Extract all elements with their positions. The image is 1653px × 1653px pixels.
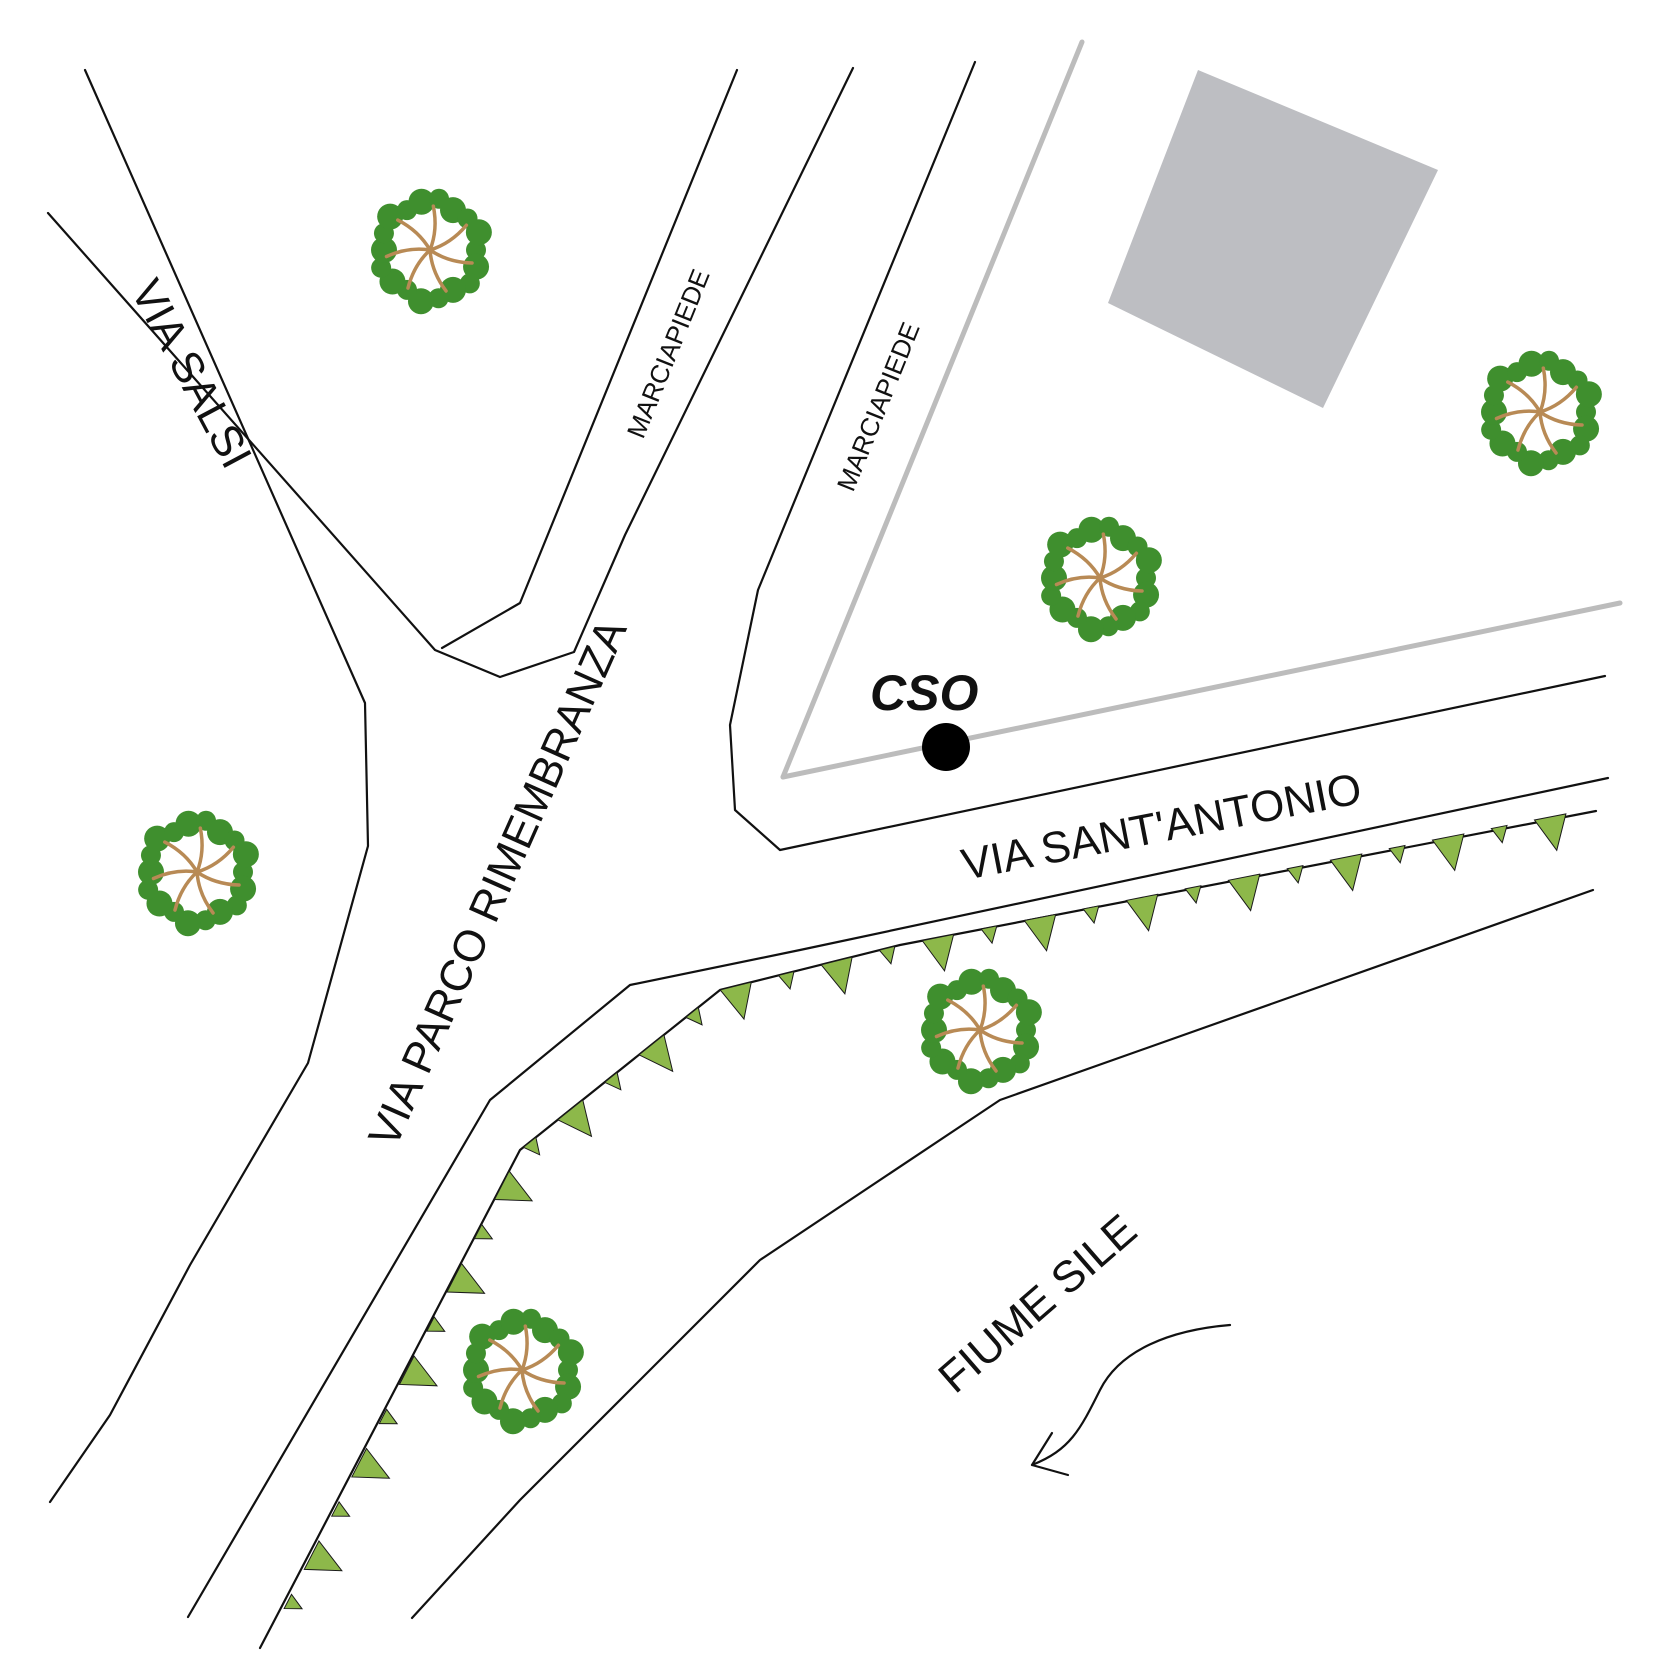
label-via-salsi: VIA SALSI: [121, 272, 261, 476]
tree-icon: [921, 968, 1042, 1095]
cso-point-icon[interactable]: [922, 723, 970, 771]
label-cso: CSO: [870, 665, 978, 721]
hedge-triangle-icon: [1023, 913, 1057, 952]
tree-icon: [371, 188, 492, 315]
label-via-sant-antonio: VIA SANT'ANTONIO: [958, 764, 1366, 890]
hedge-triangle-icon: [820, 956, 853, 995]
hedge-triangle-icon: [1431, 833, 1465, 872]
hedge-triangle-icon: [426, 1315, 446, 1332]
label-via-parco-rimembranza: VIA PARCO RIMEMBRANZA: [359, 612, 636, 1154]
label-fiume-sile: FIUME SILE: [929, 1205, 1146, 1402]
hedge-triangle-icon: [638, 1033, 674, 1073]
hedge-triangle-icon: [1388, 844, 1406, 864]
trees: [138, 188, 1602, 1435]
hedge-triangle-icon: [378, 1408, 399, 1425]
hedge-triangle-icon: [556, 1098, 593, 1138]
hedge-triangle-icon: [1184, 885, 1202, 905]
hedge-triangle-icon: [446, 1262, 486, 1294]
hedge-triangle-icon: [283, 1593, 304, 1610]
hedge-triangle-icon: [777, 970, 795, 991]
hedge-triangle-icon: [473, 1223, 494, 1240]
tree-icon: [1041, 516, 1162, 643]
building: [1108, 70, 1438, 408]
tree-icon: [138, 810, 259, 937]
hedge-triangle-icon: [1490, 824, 1508, 844]
hedge-triangle-icon: [522, 1136, 541, 1156]
hedge-triangle-icon: [398, 1355, 439, 1387]
hedge-triangle-icon: [351, 1447, 391, 1479]
tree-icon: [1481, 350, 1602, 477]
hedge-triangle-icon: [684, 1006, 703, 1026]
hedge-triangle-icon: [603, 1071, 622, 1091]
hedge-triangle-icon: [1125, 893, 1159, 932]
hedge-triangle-icon: [1082, 905, 1100, 925]
tree-icon: [463, 1308, 584, 1435]
hedge-triangle-icon: [303, 1540, 343, 1572]
hedge-triangle-icon: [1286, 864, 1304, 884]
river-flow-arrow-icon: [1030, 1323, 1232, 1477]
road-edges: [46, 60, 1610, 1650]
hedge-triangle-icon: [493, 1170, 534, 1202]
hedge-triangle-icon: [330, 1500, 351, 1517]
hedge-triangle-icon: [980, 925, 998, 945]
label-marciapiede-left: MARCIAPIEDE: [621, 265, 716, 442]
hedge-triangle-icon: [1533, 813, 1567, 852]
hedge-triangle-icon: [719, 981, 752, 1021]
hedge-row: [283, 813, 1567, 1610]
hedge-triangle-icon: [921, 933, 955, 973]
label-marciapiede-right: MARCIAPIEDE: [831, 318, 926, 495]
hedge-triangle-icon: [1227, 873, 1261, 912]
hedge-triangle-icon: [878, 945, 896, 965]
hedge-triangle-icon: [1329, 853, 1363, 892]
